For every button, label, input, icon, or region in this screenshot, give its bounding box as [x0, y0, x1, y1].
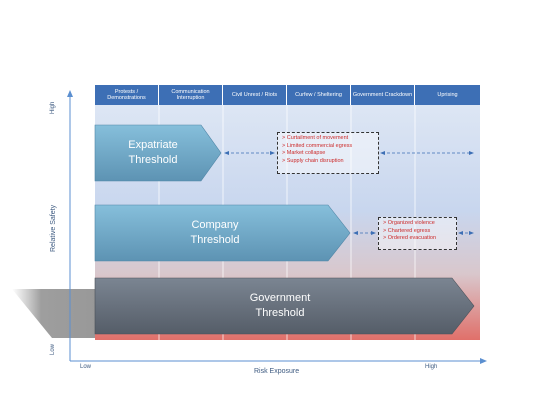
impact-item: > Organized violence: [383, 220, 435, 226]
impact-item: > Ordered evacuation: [383, 235, 437, 241]
category-civil-unrest: Civil Unrest / Riots: [223, 85, 287, 105]
government-threshold-label: Government Threshold: [249, 292, 311, 319]
impact-box-2: > Organized violence > Chartered egress …: [378, 217, 457, 250]
company-threshold-label: Company Threshold: [190, 219, 240, 246]
company-connectors: [353, 231, 474, 235]
impact-item: > Chartered egress: [383, 227, 431, 234]
category-protests: Protests / Demonstrations: [95, 85, 159, 105]
category-communication: Communication Interruption: [159, 85, 223, 105]
category-crackdown: Government Crackdown: [351, 85, 415, 105]
impact-box-1: > Curtailment of movement > Limited comm…: [277, 132, 379, 174]
category-uprising: Uprising: [415, 85, 480, 105]
expatriate-connectors: [224, 151, 474, 155]
x-axis-low-label: Low: [80, 364, 92, 370]
y-axis-low-label: Low: [50, 343, 56, 355]
x-axis-title: Risk Exposure: [254, 368, 300, 375]
company-threshold-arrow: [94, 204, 351, 262]
impact-item: > Supply chain disruption: [282, 157, 344, 164]
impact-item: > Curtailment of movement: [282, 135, 349, 141]
axes: [67, 90, 487, 364]
impact-item: > Limited commercial egress: [282, 142, 353, 149]
x-axis-high-label: High: [425, 364, 438, 370]
impact-item: > Market collapse: [282, 150, 326, 156]
expatriate-threshold-label: Expatriate Threshold: [128, 139, 178, 166]
y-axis-high-label: High: [50, 101, 56, 114]
category-curfew: Curfew / Sheltering: [287, 85, 351, 105]
government-arrow-shadow: [12, 289, 95, 338]
government-threshold-arrow: [94, 277, 475, 335]
y-axis-title: Relative Safety: [50, 204, 57, 252]
expatriate-threshold-arrow: [94, 124, 222, 182]
